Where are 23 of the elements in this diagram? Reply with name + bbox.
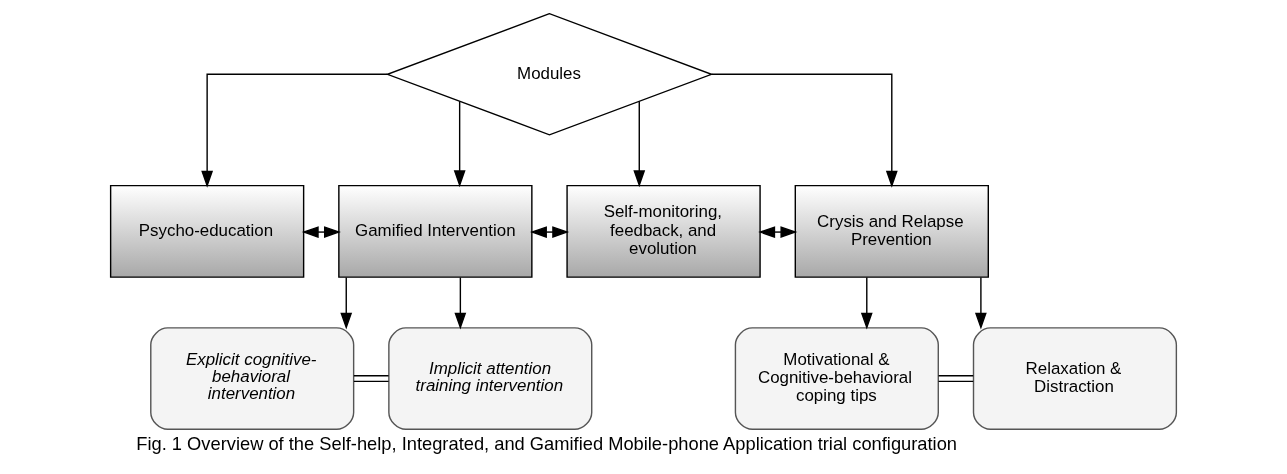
- connector: [937, 375, 974, 383]
- node-box: Explicit cognitive-behavioral intervention: [150, 327, 355, 430]
- node-diamond: Modules: [385, 12, 714, 136]
- node-box: Crysis and Relapse Prevention: [794, 184, 989, 278]
- caption: Fig. 1 Overview of the Self-help, Integrated, and Gamified Mobile-phone Application trial configuration: [136, 432, 958, 454]
- arrow: [301, 226, 341, 238]
- arrow: [453, 100, 466, 188]
- arrow: [710, 73, 898, 188]
- arrow: [633, 100, 646, 188]
- node-box: Relaxation & Distraction: [972, 327, 1178, 430]
- arrow: [530, 226, 570, 238]
- arrow: [758, 226, 798, 238]
- arrow: [860, 276, 873, 330]
- node-box: Implicit attention training intervention: [388, 327, 593, 430]
- node-box: Gamified Intervention: [338, 184, 533, 278]
- node-box: Psycho-education: [109, 184, 305, 278]
- arrow: [974, 276, 987, 330]
- node-box: Motivational & Cognitive-behavioral coping tips: [734, 327, 939, 430]
- arrow: [340, 276, 353, 330]
- arrow: [454, 276, 467, 330]
- node-box: Self-monitoring, feedback, and evolution: [566, 184, 761, 278]
- arrow: [201, 73, 389, 188]
- connector: [353, 375, 390, 383]
